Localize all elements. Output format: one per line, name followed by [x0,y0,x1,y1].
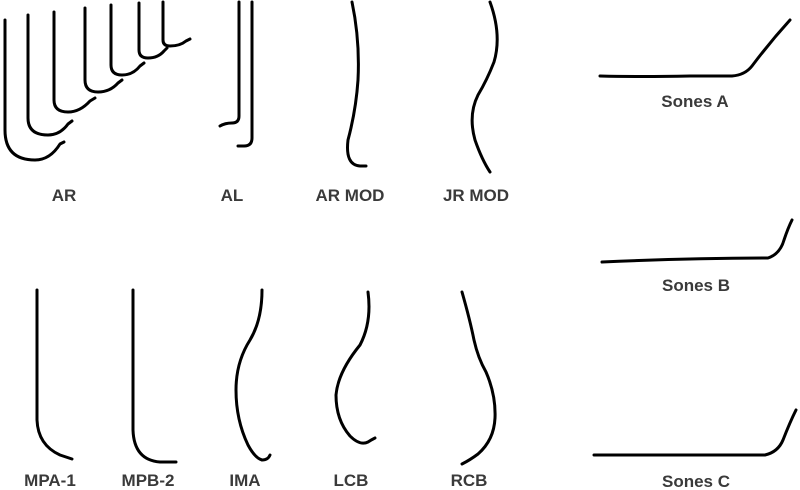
sones-a-curve [598,18,792,78]
ar-curve-7 [161,0,192,48]
sones-b-curve [600,218,794,264]
label-rcb: RCB [451,471,488,490]
ar-curve-6 [137,1,169,60]
ar-curve-2 [26,13,74,137]
label-ar-mod: AR MOD [316,186,385,205]
al-catheter-group [218,0,254,148]
sones-c-curve [592,408,798,457]
ar-curve-5 [109,3,146,77]
label-jr-mod: JR MOD [443,186,509,205]
mpb-2-curve [131,288,178,464]
label-al: AL [221,186,244,205]
ar-curve-3 [52,10,97,114]
jr-mod-curve [470,0,499,174]
label-ar: AR [52,186,77,205]
label-mpa-1: MPA-1 [24,471,76,490]
ar-catheter-group [3,0,192,162]
al-curve-outer [236,0,254,148]
rcb-curve [460,290,497,466]
ar-curve-1 [3,18,66,162]
lcb-curve [334,290,377,445]
ima-curve [234,288,272,462]
ar-curve-4 [83,6,124,94]
label-lcb: LCB [334,471,369,490]
ar-mod-curve [346,0,368,168]
label-sones-b: Sones B [662,276,730,295]
label-mpb-2: MPB-2 [122,471,175,490]
label-sones-a: Sones A [661,92,728,111]
label-sones-c: Sones C [662,472,730,490]
al-curve-inner [218,0,241,128]
label-ima: IMA [229,471,260,490]
mpa-1-curve [35,288,74,461]
